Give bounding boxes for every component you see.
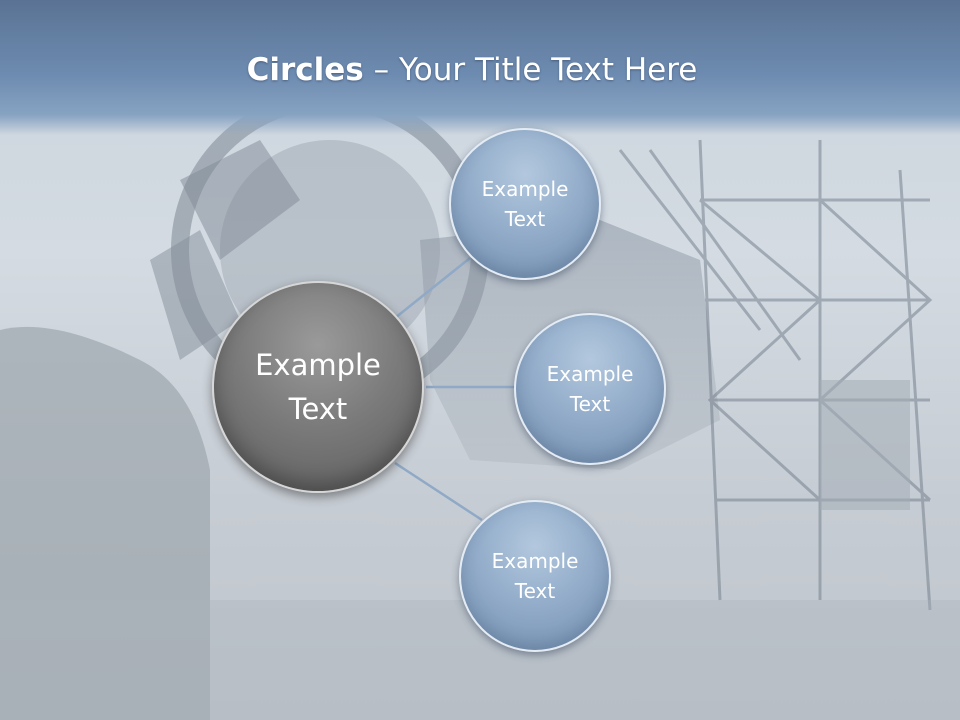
satellite-circle-bottom[interactable]: Example Text bbox=[459, 500, 611, 652]
satellite-circle-label: Example Text bbox=[491, 549, 579, 603]
title-rest: – Your Title Text Here bbox=[363, 52, 698, 88]
satellite-circle-label: Example Text bbox=[481, 177, 569, 231]
title-band bbox=[0, 0, 960, 135]
satellite-circle-label: Example Text bbox=[546, 362, 634, 416]
center-circle[interactable]: Example Text bbox=[212, 281, 424, 493]
satellite-circle-top[interactable]: Example Text bbox=[449, 128, 601, 280]
center-circle-label: Example Text bbox=[255, 348, 381, 426]
slide-title: Circles – Your Title Text Here bbox=[0, 52, 944, 88]
title-bold: Circles bbox=[246, 52, 364, 88]
connector-bottom bbox=[394, 461, 483, 522]
satellite-circle-middle[interactable]: Example Text bbox=[514, 313, 666, 465]
connector-top bbox=[394, 257, 471, 319]
